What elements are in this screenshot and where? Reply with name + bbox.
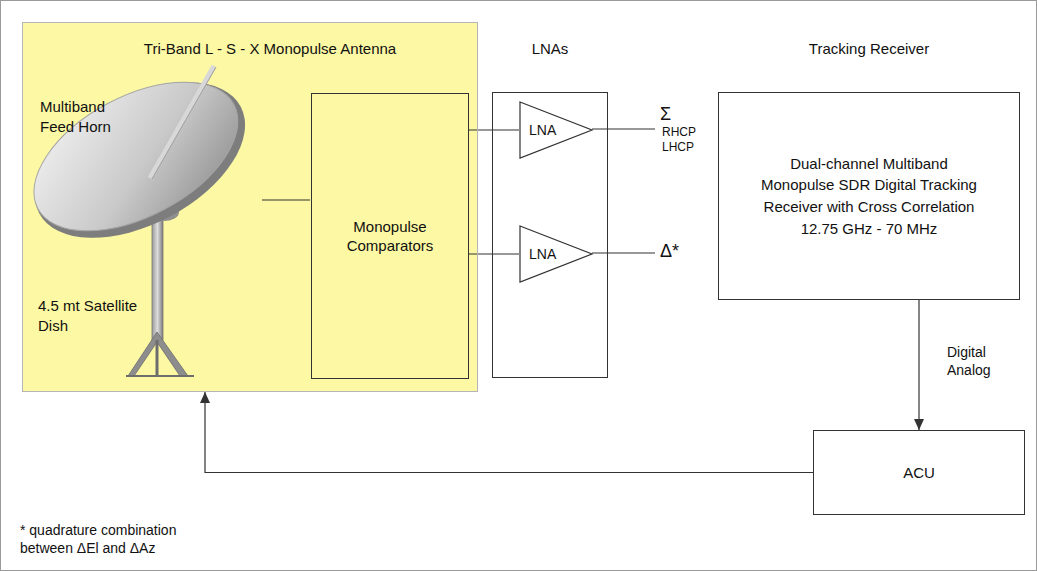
- edge-label: Digital Analog: [947, 343, 1009, 379]
- amplifier-label: LNA: [519, 245, 556, 263]
- lna-amplifier: LNA: [519, 225, 593, 283]
- signal-name: LHCP: [662, 140, 712, 156]
- box-heading: Tracking Receiver: [679, 39, 1037, 59]
- panel-title: Tri-Band L - S - X Monopulse Antenna: [63, 39, 477, 59]
- lna-amplifier: LNA: [519, 101, 593, 159]
- box-label: Dual-channel Multiband Monopulse SDR Dig…: [759, 153, 979, 240]
- box-label: ACU: [903, 463, 935, 483]
- part-name: Multiband Feed Horn: [40, 97, 140, 136]
- box-heading: LNAs: [453, 39, 647, 59]
- box-label: Monopulse Comparators: [335, 217, 445, 256]
- tracking-receiver-box: Tracking ReceiverDual-channel Multiband …: [718, 92, 1020, 300]
- lna-group-box: LNAsLNALNA: [492, 92, 608, 378]
- satellite-dish: [9, 49, 271, 376]
- delta-output-wire: [592, 252, 655, 253]
- dish-feed-wire: [262, 199, 310, 200]
- antenna-panel: Tri-Band L - S - X Monopulse AntennaMono…: [22, 22, 478, 392]
- footnote: * quadrature combination between ΔEl and…: [20, 521, 220, 557]
- sum-output-wire: [592, 128, 655, 129]
- comparator-box: Monopulse Comparators: [311, 93, 469, 379]
- arrowhead: [200, 392, 210, 403]
- acu-box: ACU: [813, 430, 1025, 515]
- connector: [469, 130, 519, 131]
- signal-name: Σ: [660, 103, 690, 126]
- signal-name: RHCP: [662, 125, 712, 141]
- amplifier-label: LNA: [519, 121, 556, 139]
- connector: [914, 300, 924, 430]
- part-name: 4.5 mt Satellite Dish: [38, 296, 138, 335]
- signal-name: Δ*: [660, 240, 700, 263]
- arrowhead: [914, 419, 924, 430]
- connector: [469, 254, 519, 255]
- connector: [200, 392, 813, 473]
